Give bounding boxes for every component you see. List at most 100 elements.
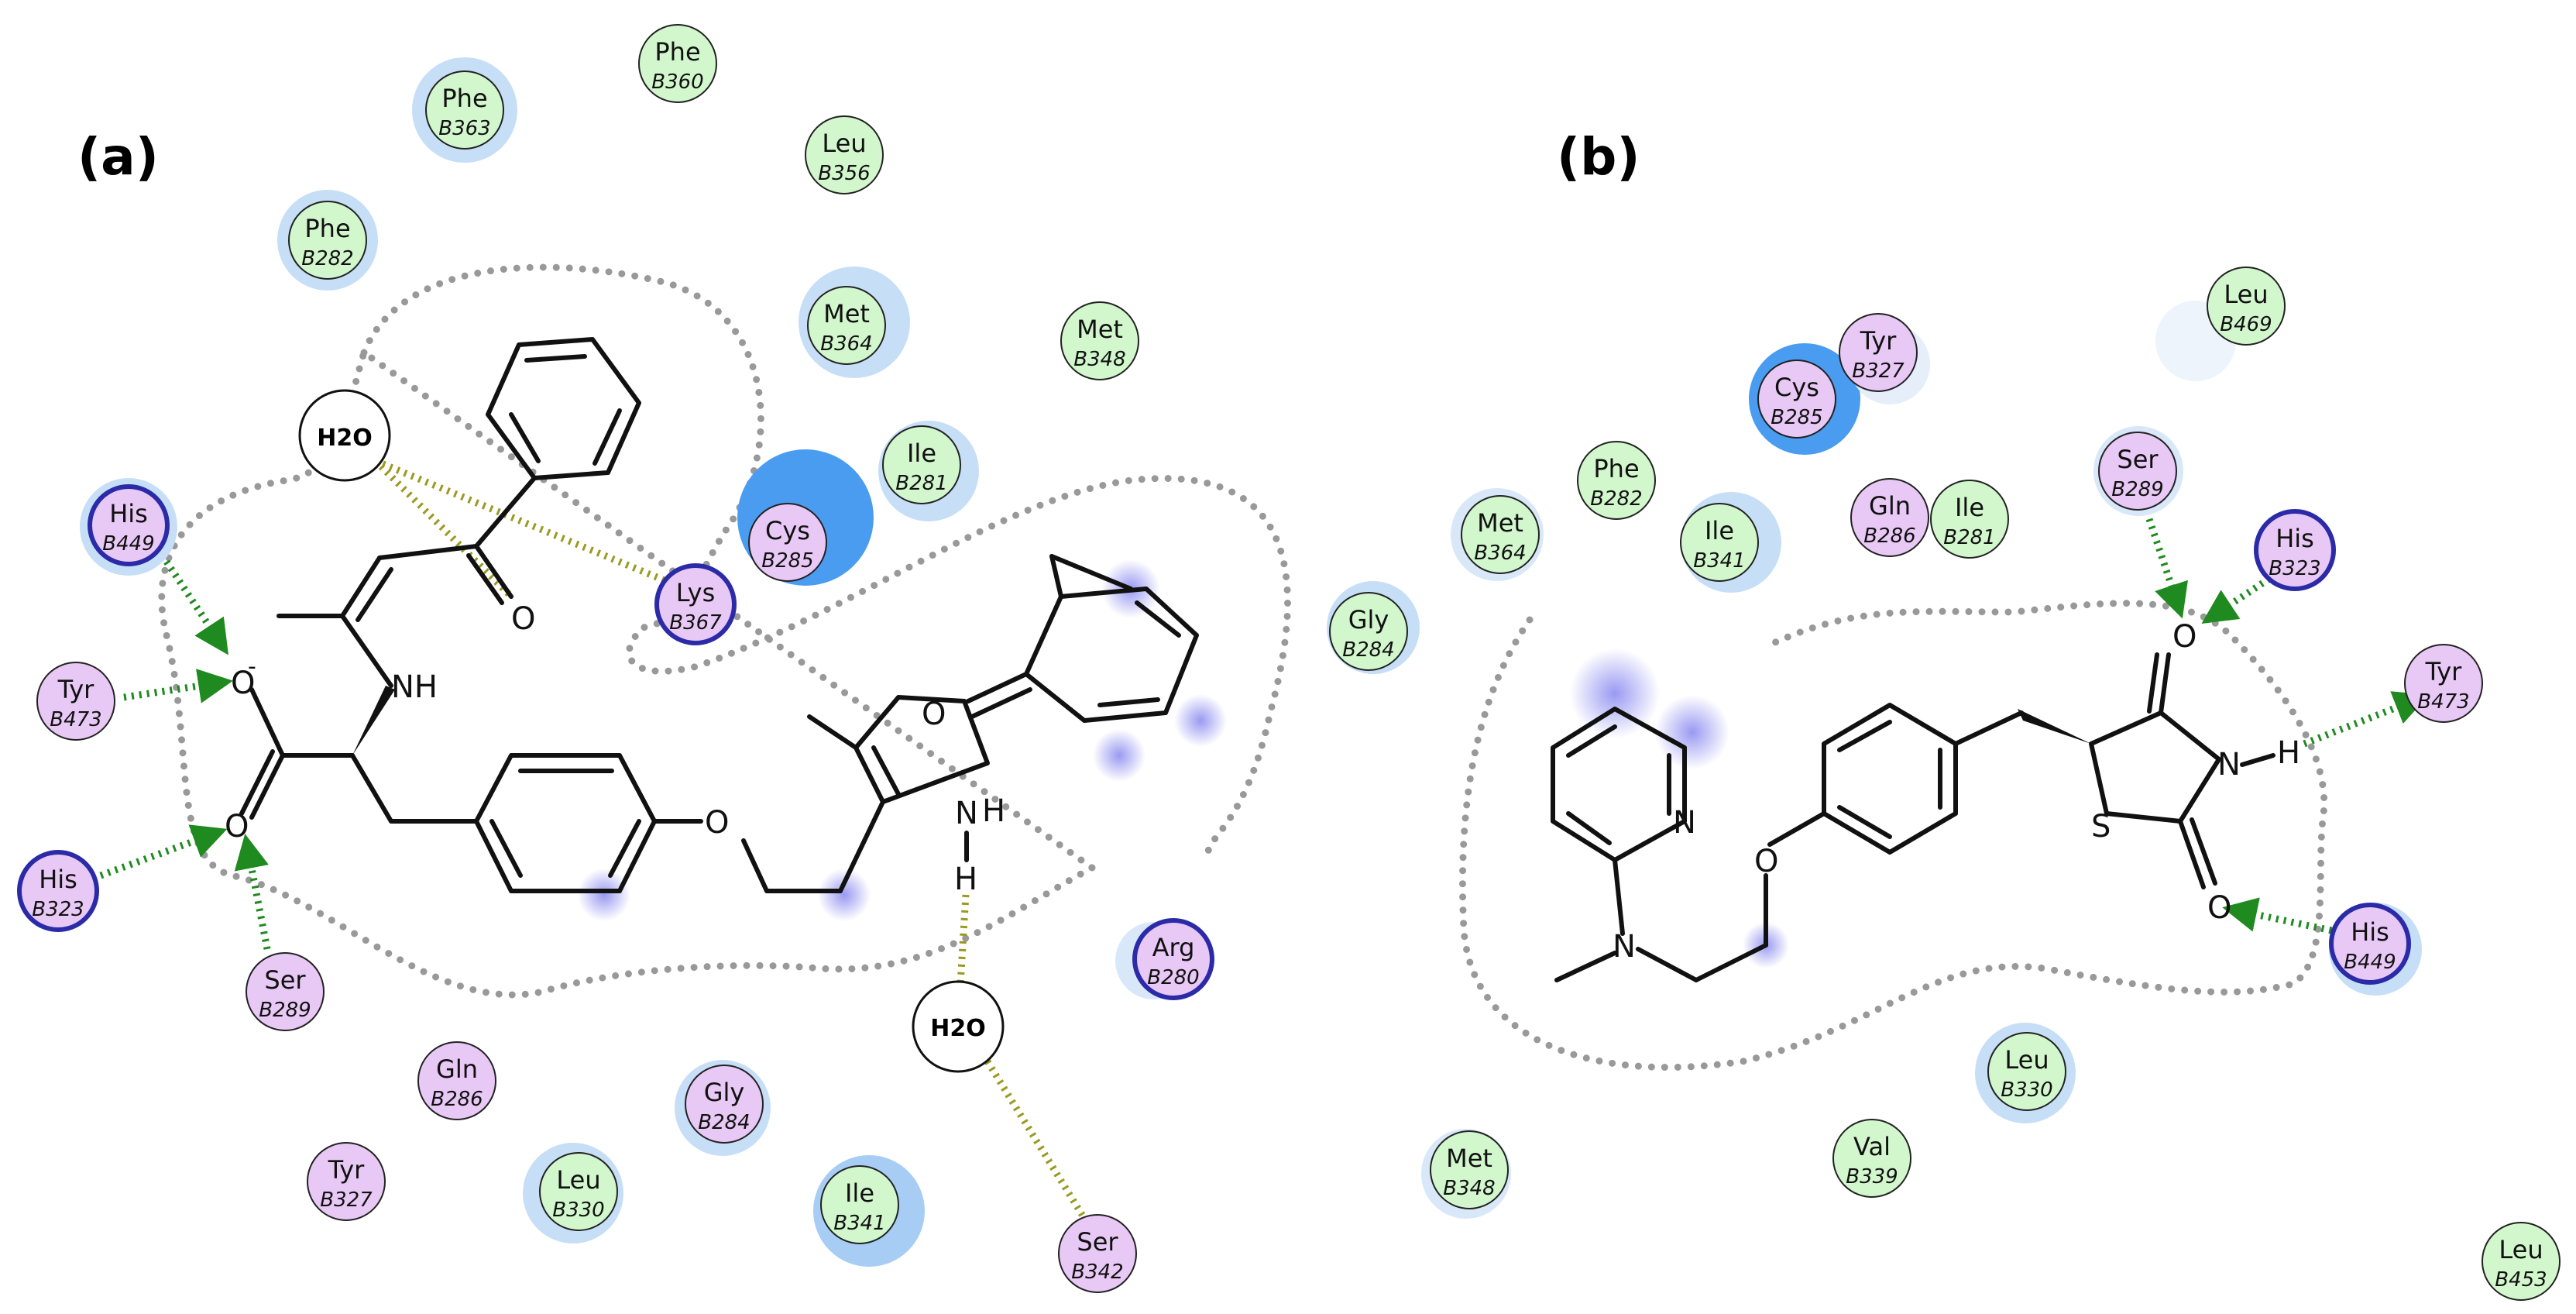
- residue-circle: [17, 850, 99, 932]
- residue-id: B330: [552, 1199, 604, 1222]
- water-1: H2O: [298, 389, 391, 482]
- residue-name: Leu: [2224, 280, 2268, 309]
- water-2: H2O: [912, 980, 1005, 1073]
- residue-circle: [1930, 480, 2009, 559]
- residue-name: Gln: [436, 1054, 478, 1084]
- residue-circle: [1680, 503, 1759, 582]
- residue-name: Cys: [1774, 373, 1819, 402]
- residue-id: B281: [1943, 526, 1995, 549]
- ligand-glow: [578, 869, 630, 921]
- water-label: H2O: [317, 425, 372, 452]
- residue-id: B348: [1073, 348, 1125, 371]
- residue-circle: [2207, 267, 2286, 346]
- residue-name: Ile: [907, 439, 936, 468]
- residue-id: B339: [1846, 1165, 1898, 1188]
- residue-name: Ser: [2117, 445, 2159, 474]
- atom-h: H: [954, 862, 977, 897]
- residue-id: B341: [833, 1212, 885, 1235]
- residue-name: Ile: [845, 1178, 874, 1208]
- atom-n: N: [2217, 747, 2241, 783]
- residue-name: Leu: [556, 1165, 600, 1195]
- residue-name: His: [2351, 917, 2389, 947]
- residue-id: B323: [32, 898, 84, 921]
- residue-name: Tyr: [328, 1155, 366, 1185]
- residue-name: Met: [1477, 508, 1523, 538]
- residue-id: B285: [761, 549, 813, 573]
- residue-circle: [685, 1065, 764, 1144]
- residue-name: Ser: [264, 965, 306, 995]
- residue-id: B469: [2220, 313, 2272, 336]
- residue-circle: [2254, 509, 2336, 591]
- ligand-b: [1551, 652, 2275, 982]
- residue-name: Cys: [765, 516, 810, 545]
- residue-name: Leu: [822, 129, 866, 158]
- residue-name: Tyr: [57, 675, 95, 704]
- residue-circle: [638, 24, 717, 103]
- wedge: [352, 686, 395, 755]
- residue-name: Phe: [304, 214, 350, 243]
- atom-o: O: [1754, 844, 1778, 879]
- atom-n: N: [1673, 805, 1696, 841]
- residue-circle: [1430, 1130, 1509, 1209]
- residue-id: B286: [431, 1088, 483, 1111]
- residue-id: B327: [320, 1188, 373, 1212]
- residue-id: B280: [1147, 966, 1199, 989]
- ligand-glow: [1655, 695, 1729, 769]
- atom-o: O: [922, 697, 946, 732]
- residue-id: B364: [1474, 542, 1526, 565]
- residue-name: Gly: [704, 1078, 745, 1107]
- residue-circle: [1058, 1214, 1137, 1293]
- residue-id: B289: [259, 999, 311, 1022]
- atom-n: N: [955, 796, 978, 831]
- residue-id: B284: [698, 1111, 750, 1134]
- residue-name: Val: [1853, 1132, 1891, 1161]
- residue-id: B360: [651, 71, 703, 94]
- atom-o: O: [231, 666, 255, 701]
- pocket-outline-b: [1458, 600, 2328, 1071]
- residue-circle: [820, 1165, 899, 1244]
- water-label: H2O: [930, 1015, 985, 1042]
- residue-name: Met: [1077, 315, 1123, 344]
- residue-circle: [88, 484, 170, 566]
- residue-id: B282: [1590, 487, 1642, 511]
- atom-o: O: [2207, 890, 2231, 926]
- atom-nh: NH: [391, 669, 438, 705]
- residue-name: Ile: [1705, 516, 1734, 545]
- residue-circle: [882, 425, 961, 504]
- residue-name: Leu: [2004, 1045, 2049, 1075]
- ligand-glow: [1093, 729, 1145, 782]
- residue-id: B473: [50, 708, 101, 731]
- residue-name: Met: [823, 299, 870, 328]
- residue-name: Ile: [1955, 493, 1984, 522]
- atom-o: O: [705, 805, 729, 841]
- residue-id: B356: [818, 162, 870, 185]
- residue-id: B364: [820, 332, 872, 356]
- residue-circle: [1757, 359, 1836, 439]
- residue-circle: [1850, 478, 1929, 557]
- residue-id: B342: [1071, 1261, 1123, 1284]
- panel-b: (b): [1421, 127, 2561, 1301]
- residue-name: Gly: [1348, 605, 1389, 635]
- residue-name: Phe: [1593, 454, 1639, 483]
- residue-name: His: [2275, 524, 2314, 553]
- residue-circle: [1577, 441, 1656, 520]
- residue-name: Tyr: [2425, 657, 2463, 686]
- residue-circle: [1329, 592, 1408, 671]
